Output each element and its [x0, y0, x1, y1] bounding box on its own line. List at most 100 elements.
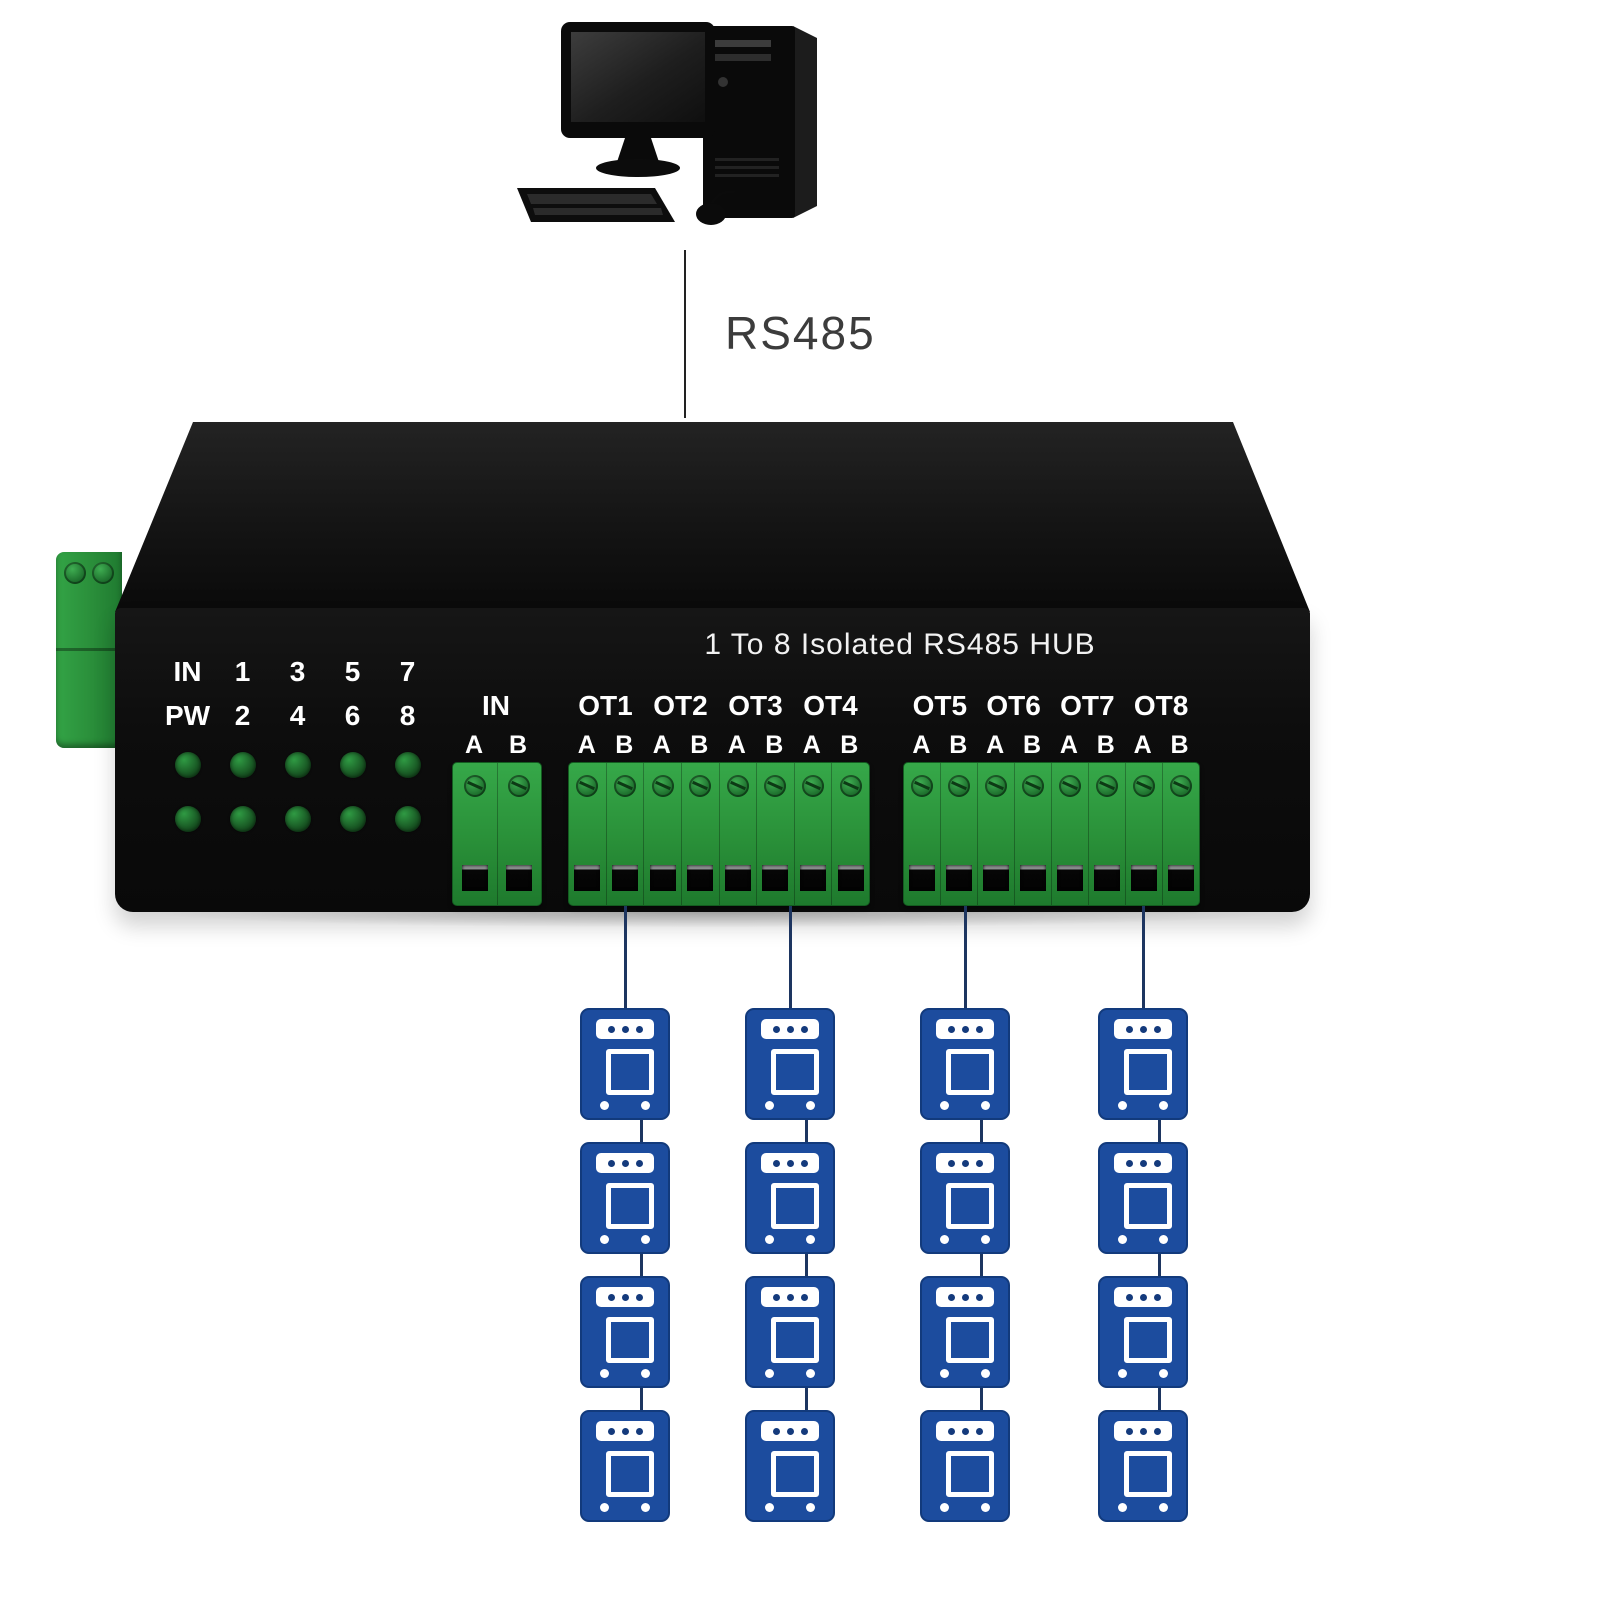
pin-label: A: [1133, 731, 1152, 759]
device-link-wire: [640, 1254, 643, 1276]
meter-window: [1124, 1049, 1172, 1095]
pin-label: A: [1059, 731, 1078, 759]
pin-label: B: [949, 731, 968, 759]
rs485-meter-device-icon: [745, 1410, 835, 1522]
terminal-screw-icon: [689, 775, 712, 797]
plug-seam: [56, 648, 122, 651]
meter-window: [771, 1049, 819, 1095]
terminal-socket: [941, 763, 978, 905]
meter-terminal-bar: [1114, 1421, 1172, 1441]
meter-terminal-bar: [596, 1421, 654, 1441]
device-link-wire: [640, 1120, 643, 1142]
led-indicator-icon: [394, 806, 421, 832]
meter-foot: [1159, 1235, 1168, 1244]
port-label: OT5: [912, 690, 968, 721]
port-label: OT2: [653, 690, 708, 721]
meter-terminal-bar: [936, 1287, 994, 1307]
terminal-screw-icon: [985, 775, 1007, 797]
meter-foot: [940, 1101, 949, 1110]
meter-terminal-bar: [1114, 1019, 1172, 1039]
meter-terminal-bar: [761, 1287, 819, 1307]
device-link-wire: [980, 1254, 983, 1276]
terminal-wire-hole: [1020, 865, 1046, 891]
input-pin-row: A B: [452, 731, 540, 760]
terminal-screw-icon: [1022, 775, 1044, 797]
terminal-wire-hole: [1131, 865, 1157, 891]
led-label: 2: [234, 700, 251, 731]
terminal-socket: [720, 763, 758, 905]
terminal-socket: [1163, 763, 1199, 905]
meter-window: [946, 1049, 994, 1095]
meter-terminal-bar: [761, 1421, 819, 1441]
terminal-socket: [978, 763, 1015, 905]
meter-foot: [1159, 1503, 1168, 1512]
pin-label: B: [765, 731, 784, 759]
rs485-bus-label: RS485: [725, 307, 876, 359]
pin-label: A: [986, 731, 1005, 759]
rs485-meter-device-icon: [1098, 1008, 1188, 1120]
terminal-socket: [832, 763, 869, 905]
drop-wire: [789, 906, 792, 1008]
computer-icon: [517, 22, 817, 225]
meter-foot: [641, 1369, 650, 1378]
terminal-wire-hole: [574, 865, 601, 891]
meter-window: [1124, 1317, 1172, 1363]
pin-label: A: [912, 731, 931, 759]
pin-label: A: [727, 731, 746, 759]
device-link-wire: [805, 1388, 808, 1410]
device-link-wire: [805, 1120, 808, 1142]
device-link-wire: [980, 1388, 983, 1410]
terminal-wire-hole: [724, 865, 751, 891]
meter-foot: [1118, 1235, 1127, 1244]
terminal-screw-icon: [1133, 775, 1155, 797]
meter-window: [771, 1451, 819, 1497]
led-indicator-icon: [174, 806, 201, 832]
meter-foot: [1118, 1101, 1127, 1110]
terminal-socket: [569, 763, 607, 905]
device-link-wire: [805, 1254, 808, 1276]
meter-window: [771, 1317, 819, 1363]
output-terminal-block-right: [903, 762, 1200, 906]
meter-foot: [600, 1235, 609, 1244]
led-indicator-icon: [229, 806, 256, 832]
meter-foot: [981, 1101, 990, 1110]
terminal-screw-icon: [1170, 775, 1192, 797]
rs485-meter-device-icon: [580, 1142, 670, 1254]
meter-foot: [1118, 1503, 1127, 1512]
led-indicator-icon: [284, 752, 311, 778]
led-label-row-2: PW 2 4 6 8: [160, 700, 435, 732]
led-cell: [270, 806, 325, 832]
screw-head-icon: [92, 562, 114, 584]
port-label: OT8: [1133, 690, 1189, 721]
meter-terminal-bar: [1114, 1287, 1172, 1307]
terminal-socket: [1089, 763, 1126, 905]
led-indicator-row-2: [160, 806, 435, 832]
hub-top-face: [115, 422, 1310, 612]
terminal-socket: [607, 763, 645, 905]
meter-foot: [981, 1369, 990, 1378]
led-label: 6: [344, 700, 361, 731]
terminal-wire-hole: [909, 865, 935, 891]
device-link-wire: [640, 1388, 643, 1410]
terminal-socket: [757, 763, 795, 905]
pin-label: B: [508, 731, 528, 759]
terminal-screw-icon: [1059, 775, 1081, 797]
port-label: OT4: [803, 690, 858, 721]
led-cell: [160, 806, 215, 832]
terminal-wire-hole: [687, 865, 714, 891]
terminal-screw-icon: [508, 775, 531, 797]
meter-window: [606, 1183, 654, 1229]
terminal-socket: [795, 763, 833, 905]
screw-head-icon: [64, 562, 86, 584]
led-indicator-icon: [174, 752, 201, 778]
terminal-wire-hole: [461, 865, 488, 891]
terminal-wire-hole: [800, 865, 827, 891]
terminal-wire-hole: [1094, 865, 1120, 891]
terminal-wire-hole: [837, 865, 864, 891]
rs485-meter-device-icon: [1098, 1142, 1188, 1254]
meter-terminal-bar: [596, 1019, 654, 1039]
pin-label: A: [652, 731, 671, 759]
terminal-screw-icon: [726, 775, 749, 797]
rs485-meter-device-icon: [920, 1276, 1010, 1388]
hub-title: 1 To 8 Isolated RS485 HUB: [704, 628, 1096, 661]
